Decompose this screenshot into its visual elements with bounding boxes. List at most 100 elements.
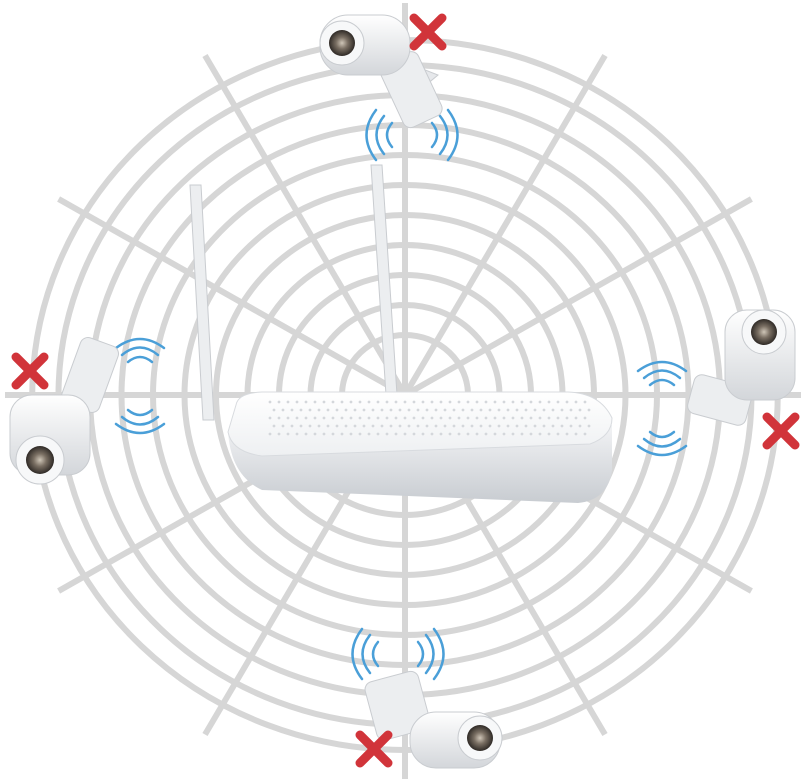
vent-dot [350,417,353,420]
vent-dot [548,417,551,420]
vent-dot [404,417,407,420]
vent-dot [426,425,429,428]
vent-dot [458,433,461,436]
vent-dot [368,417,371,420]
vent-dot [269,401,272,404]
vent-dot [440,417,443,420]
vent-dot [575,417,578,420]
vent-dot [336,409,339,412]
vent-dot [296,401,299,404]
vent-dot [570,409,573,412]
vent-dot [512,433,515,436]
vent-dot [584,401,587,404]
vent-dot [498,409,501,412]
vent-dot [503,417,506,420]
vent-dot [368,401,371,404]
vent-dot [552,409,555,412]
vent-dot [575,433,578,436]
vent-dot [381,425,384,428]
vent-dot [512,417,515,420]
vent-dot [386,417,389,420]
vent-dot [350,401,353,404]
vent-dot [539,401,542,404]
vent-dot [395,417,398,420]
vent-dot [570,425,573,428]
vent-dot [399,425,402,428]
vent-dot [327,425,330,428]
vent-dot [332,401,335,404]
vent-dot [462,409,465,412]
vent-dot [579,425,582,428]
vent-dot [359,433,362,436]
vent-dot [300,409,303,412]
vent-dot [449,417,452,420]
vent-dot [305,417,308,420]
vent-dot [305,401,308,404]
vent-dot [471,425,474,428]
vent-dot [282,409,285,412]
vent-dot [431,417,434,420]
vent-dot [359,417,362,420]
vent-dot [282,425,285,428]
vent-dot [291,409,294,412]
vent-dot [390,409,393,412]
vent-dot [543,425,546,428]
vent-dot [404,401,407,404]
vent-dot [296,417,299,420]
vent-dot [480,409,483,412]
vent-dot [381,409,384,412]
vent-dot [291,425,294,428]
vent-dot [449,401,452,404]
vent-dot [471,409,474,412]
vent-dot [584,433,587,436]
vent-dot [588,425,591,428]
vent-dot [323,401,326,404]
vent-dot [341,401,344,404]
vent-dot [350,433,353,436]
red-x-icon [767,417,795,445]
vent-dot [440,401,443,404]
vent-dot [363,425,366,428]
vent-dot [521,401,524,404]
vent-dot [480,425,483,428]
vent-dot [489,425,492,428]
vent-dot [287,401,290,404]
vent-dot [417,409,420,412]
vent-dot [530,401,533,404]
vent-dot [287,433,290,436]
vent-dot [305,433,308,436]
vent-dot [485,401,488,404]
vent-dot [467,417,470,420]
vent-dot [525,425,528,428]
vent-dot [485,417,488,420]
vent-dot [557,401,560,404]
vent-dot [489,409,492,412]
web-spoke [405,199,751,395]
vent-dot [296,433,299,436]
vent-dot [566,401,569,404]
vent-dot [377,417,380,420]
vent-dot [503,401,506,404]
vent-dot [422,433,425,436]
vent-dot [440,433,443,436]
vent-dot [363,409,366,412]
vent-dot [476,433,479,436]
vent-dot [377,401,380,404]
vent-dot [507,425,510,428]
vent-dot [498,425,501,428]
vent-dot [273,425,276,428]
vent-dot [557,433,560,436]
vent-dot [561,425,564,428]
vent-dot [566,433,569,436]
vent-dot [395,433,398,436]
vent-dot [341,433,344,436]
vent-dot [408,409,411,412]
vent-dot [516,425,519,428]
vent-dot [435,425,438,428]
vent-dot [530,417,533,420]
vent-dot [552,425,555,428]
vent-dot [575,401,578,404]
wifi-right [638,362,686,455]
